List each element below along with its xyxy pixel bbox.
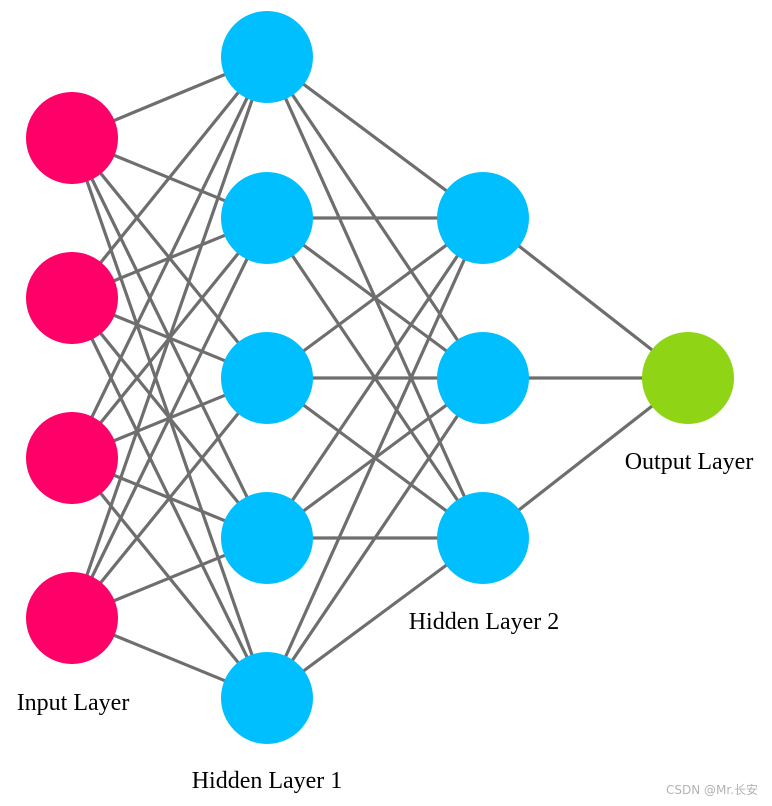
- hidden-layer-2-label: Hidden Layer 2: [409, 609, 560, 635]
- edge-input-4-to-hidden1-2: [70, 216, 269, 620]
- hidden-layer-1-label: Hidden Layer 1: [192, 768, 343, 794]
- input-node-1: [26, 92, 118, 184]
- edge-input-4-to-hidden1-1: [70, 55, 269, 620]
- edge-input-3-to-hidden1-1: [70, 55, 269, 460]
- edges-group: [70, 55, 690, 700]
- hidden1-node-1: [221, 11, 313, 103]
- input-layer-label: Input Layer: [17, 690, 130, 716]
- input-node-4: [26, 572, 118, 664]
- output-layer-label: Output Layer: [625, 449, 754, 475]
- hidden2-node-2: [437, 332, 529, 424]
- hidden1-node-5: [221, 652, 313, 744]
- input-node-2: [26, 252, 118, 344]
- edge-hidden1-4-to-hidden2-1: [265, 216, 485, 540]
- hidden1-node-3: [221, 332, 313, 424]
- edge-hidden1-5-to-hidden2-2: [265, 376, 485, 700]
- output-node-1: [642, 332, 734, 424]
- hidden1-node-4: [221, 492, 313, 584]
- hidden2-node-1: [437, 172, 529, 264]
- nodes-group: [26, 11, 734, 744]
- watermark-text: CSDN @Mr.长安: [665, 783, 758, 797]
- input-node-3: [26, 412, 118, 504]
- edge-hidden1-5-to-hidden2-1: [265, 216, 485, 700]
- labels-group: Input Layer Hidden Layer 1 Hidden Layer …: [17, 449, 754, 794]
- edge-input-2-to-hidden1-1: [70, 55, 269, 300]
- hidden1-node-2: [221, 172, 313, 264]
- hidden2-node-3: [437, 492, 529, 584]
- edge-input-4-to-hidden1-3: [70, 376, 269, 620]
